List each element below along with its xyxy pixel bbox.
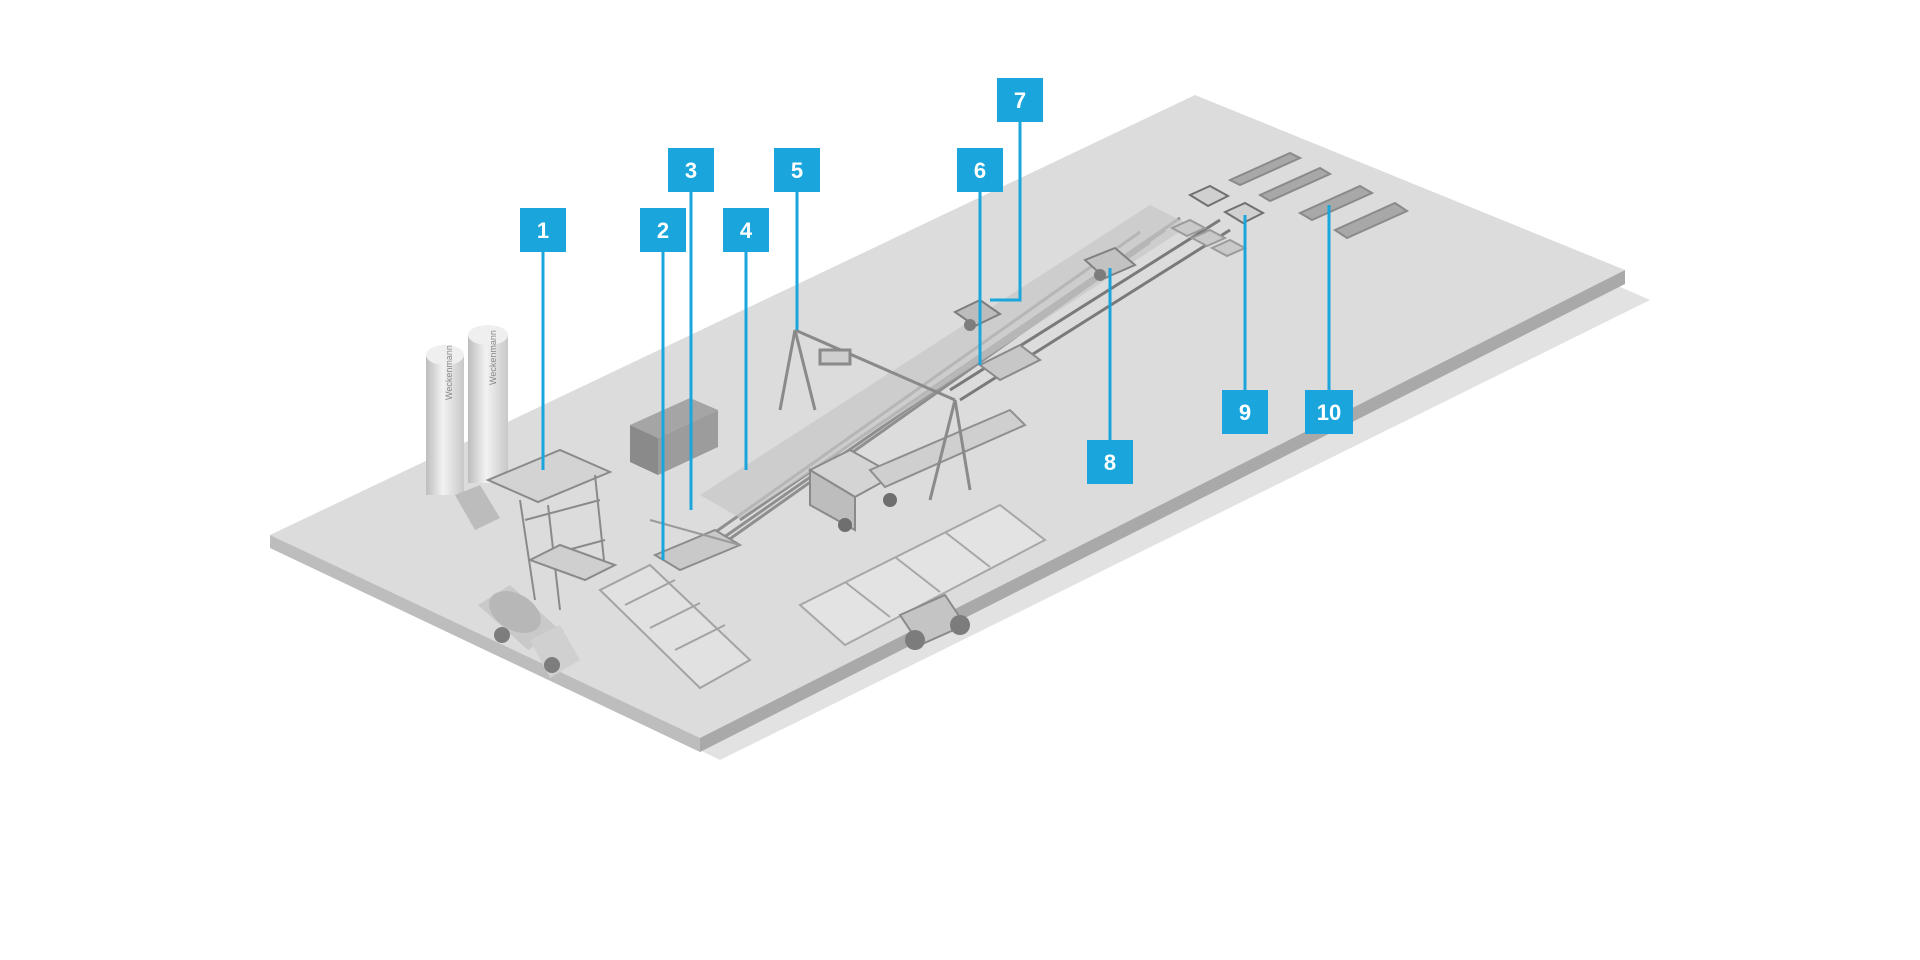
callout-3[interactable]: 3 [668, 148, 714, 192]
callout-1[interactable]: 1 [520, 208, 566, 252]
leader-7 [990, 120, 1022, 302]
callout-2-label: 2 [657, 218, 669, 243]
delivery-truck [807, 408, 1027, 532]
feed-conveyor [649, 519, 743, 572]
callout-3-label: 3 [685, 158, 697, 183]
callout-10-label: 10 [1317, 400, 1341, 425]
callout-10[interactable]: 10 [1305, 390, 1353, 434]
callout-6-label: 6 [974, 158, 986, 183]
callout-6[interactable]: 6 [957, 148, 1003, 192]
truck-mixer [478, 585, 580, 678]
finishing-machine [1083, 246, 1137, 281]
distributor [978, 343, 1042, 382]
silo-brand-right: Weckenmann [488, 330, 498, 385]
callout-8[interactable]: 8 [1087, 440, 1133, 484]
callout-5-label: 5 [791, 158, 803, 183]
pallet-storage [1169, 218, 1248, 258]
callout-9[interactable]: 9 [1222, 390, 1268, 434]
pallet-bed [700, 205, 1190, 518]
callout-7[interactable]: 7 [997, 78, 1043, 122]
callout-1-label: 1 [537, 218, 549, 243]
site-office [630, 398, 718, 475]
callout-9-label: 9 [1239, 400, 1251, 425]
shuttering-robot [953, 298, 1002, 331]
cement-silos: Weckenmann Weckenmann [426, 325, 508, 530]
silo-brand-left: Weckenmann [444, 345, 454, 400]
wheel-loader [898, 593, 970, 650]
callout-2[interactable]: 2 [640, 208, 686, 252]
batching-plant [485, 448, 618, 611]
callout-5[interactable]: 5 [774, 148, 820, 192]
reinforcement-cages [1187, 184, 1266, 225]
gantry-crane [778, 328, 972, 501]
callout-8-label: 8 [1104, 450, 1116, 475]
callout-leaders [541, 120, 1331, 560]
aggregate-bins-right [798, 503, 1047, 647]
callout-7-label: 7 [1014, 88, 1026, 113]
aggregate-bins-left [598, 563, 752, 690]
callout-4[interactable]: 4 [723, 208, 769, 252]
finished-elements [1227, 151, 1410, 240]
callout-4-label: 4 [740, 218, 753, 243]
